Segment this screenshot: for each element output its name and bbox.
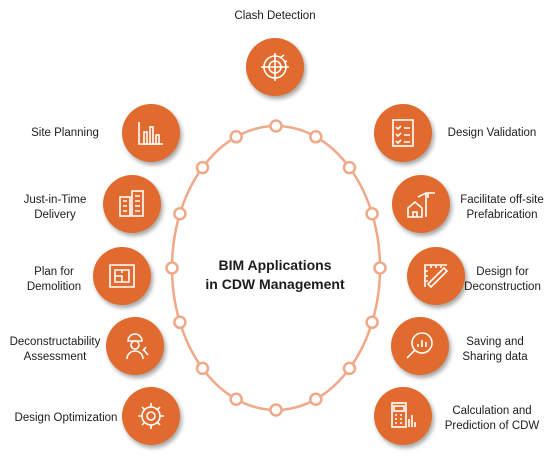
node-clash-detection — [246, 38, 304, 96]
node-just-in-time-delivery — [103, 175, 161, 233]
label-deconstructability-assessment: Deconstructability Assessment — [9, 336, 101, 363]
node-design-validation — [374, 104, 432, 162]
center-title-line-2: in CDW Management — [205, 276, 345, 292]
label-site-planning: Site Planning — [31, 127, 99, 139]
ring-bead — [173, 206, 187, 221]
ring-bead — [269, 119, 283, 133]
center-title-line-1: BIM Applications — [218, 257, 332, 273]
ring-bead — [342, 361, 357, 376]
label-design-validation: Design Validation — [447, 127, 537, 139]
ring-bead — [195, 160, 210, 175]
ring-bead — [229, 130, 243, 144]
ring-bead — [365, 206, 379, 221]
worker-tools-icon — [126, 333, 149, 360]
magnifier-chart-icon — [406, 332, 433, 359]
node-design-optimization — [122, 387, 180, 445]
ruler-pencil-icon — [424, 264, 449, 289]
ring-bead — [342, 160, 357, 175]
label-clash-detection: Clash Detection — [234, 10, 316, 22]
center-title: BIM Applications in CDW Management — [200, 256, 350, 294]
ring-bead — [309, 130, 323, 144]
ring-bead — [173, 315, 187, 330]
label-design-for-deconstruction: Design for Deconstruction — [464, 266, 541, 293]
ring-bead — [309, 392, 323, 406]
node-calculation-and-prediction-of-cdw — [374, 387, 432, 445]
node-facilitate-off-site-prefabrication — [392, 175, 450, 233]
blueprint-icon — [109, 264, 135, 288]
ring-bead — [195, 361, 210, 376]
ring-bead — [229, 392, 243, 406]
bar-chart-icon — [138, 122, 163, 145]
node-design-for-deconstruction — [407, 247, 465, 305]
ring-bead — [269, 403, 283, 417]
label-just-in-time-delivery: Just-in-Time Delivery — [23, 194, 87, 221]
label-calculation-and-prediction-of-cdw: Calculation and Prediction of CDW — [444, 405, 540, 432]
ring-bead — [365, 315, 379, 330]
node-plan-for-demolition — [93, 247, 151, 305]
calculator-icon — [391, 402, 416, 428]
buildings-icon — [119, 190, 144, 217]
label-facilitate-off-site-prefabrication: Facilitate off-site Prefabrication — [460, 194, 544, 221]
gear-chart-icon — [138, 403, 164, 429]
node-saving-and-sharing-data — [391, 317, 449, 375]
ring-bead — [165, 261, 179, 275]
node-deconstructability-assessment — [106, 317, 164, 375]
crane-house-icon — [407, 192, 435, 218]
node-site-planning — [122, 104, 180, 162]
label-plan-for-demolition: Plan for Demolition — [26, 266, 82, 293]
ring-bead — [373, 261, 387, 275]
label-design-optimization: Design Optimization — [14, 412, 118, 424]
label-saving-and-sharing-data: Saving and Sharing data — [462, 336, 528, 363]
radar-target-icon — [261, 53, 289, 81]
checklist-icon — [392, 119, 414, 147]
